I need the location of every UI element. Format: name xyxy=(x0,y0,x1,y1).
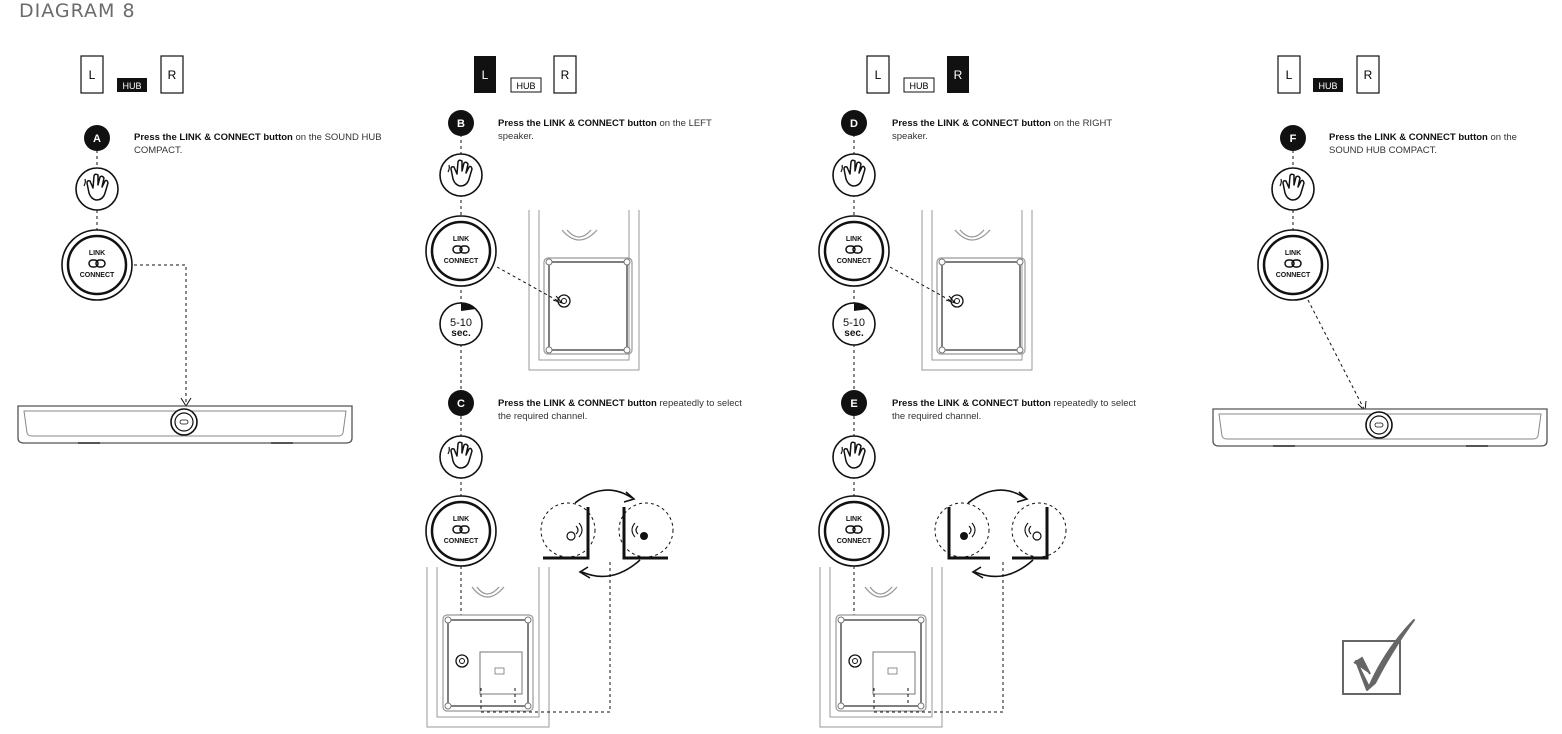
svg-text:C: C xyxy=(457,398,465,410)
lr-indicator-d: L HUB R xyxy=(866,55,969,94)
svg-text:L: L xyxy=(89,68,96,82)
step-b-text: Press the LINK & CONNECT button on the L… xyxy=(498,118,712,142)
step-e-text: Press the LINK & CONNECT button repeated… xyxy=(892,398,1136,422)
svg-text:R: R xyxy=(1364,68,1373,82)
svg-text:R: R xyxy=(168,68,177,82)
hand-press-icon xyxy=(439,435,483,479)
svg-text:R: R xyxy=(954,68,963,82)
step-a-badge: A xyxy=(84,125,110,151)
svg-text:A: A xyxy=(93,133,101,145)
link-connect-icon xyxy=(817,214,891,288)
svg-text:L: L xyxy=(875,68,882,82)
svg-text:E: E xyxy=(850,398,857,410)
step-d-text: Press the LINK & CONNECT button on the R… xyxy=(892,118,1112,142)
cycle-arrow-icon xyxy=(967,489,1026,504)
cycle-arrow-icon xyxy=(974,559,1034,578)
channel-left-icon xyxy=(540,502,596,560)
right-speaker-front xyxy=(819,566,943,728)
hand-press-icon xyxy=(75,167,119,211)
step-b-badge: B xyxy=(448,110,474,136)
link-connect-icon xyxy=(1256,228,1330,302)
step-f-text: Press the LINK & CONNECT button on the S… xyxy=(1329,132,1517,156)
channel-right-icon xyxy=(1011,502,1067,560)
hand-press-icon xyxy=(1271,167,1315,211)
step-d-badge: D xyxy=(841,110,867,136)
soundbar-hub xyxy=(17,405,353,444)
svg-text:L: L xyxy=(1286,68,1293,82)
step-c-badge: C xyxy=(448,390,474,416)
timer-icon xyxy=(832,302,876,346)
svg-text:F: F xyxy=(1290,133,1297,145)
hand-press-icon xyxy=(832,153,876,197)
svg-text:HUB: HUB xyxy=(909,81,928,91)
hand-press-icon xyxy=(832,435,876,479)
step-e-badge: E xyxy=(841,390,867,416)
checkmark-icon xyxy=(1342,619,1415,695)
lr-indicator-f: L HUB R xyxy=(1277,55,1380,94)
cycle-arrow-icon xyxy=(581,559,641,578)
lr-indicator-a: L HUB R xyxy=(80,55,184,94)
svg-text:HUB: HUB xyxy=(516,81,535,91)
svg-text:HUB: HUB xyxy=(1318,81,1337,91)
timer-icon xyxy=(439,302,483,346)
svg-text:HUB: HUB xyxy=(122,81,141,91)
channel-right-icon xyxy=(618,502,674,560)
page-title: DIAGRAM 8 xyxy=(19,0,136,22)
svg-text:R: R xyxy=(561,68,570,82)
svg-text:D: D xyxy=(850,118,858,130)
svg-text:L: L xyxy=(482,68,489,82)
link-connect-icon xyxy=(817,494,891,568)
step-c-text: Press the LINK & CONNECT button repeated… xyxy=(498,398,742,422)
lr-indicator-b: L HUB R xyxy=(474,55,577,94)
soundbar-hub xyxy=(1212,408,1548,447)
cycle-arrow-icon xyxy=(574,489,633,504)
link-connect-icon xyxy=(60,228,134,302)
step-a-text: Press the LINK & CONNECT button on the S… xyxy=(134,132,382,156)
channel-left-icon xyxy=(934,502,990,560)
svg-text:B: B xyxy=(457,118,465,130)
link-connect-icon xyxy=(424,494,498,568)
left-speaker-back xyxy=(528,209,640,371)
hand-press-icon xyxy=(439,153,483,197)
link-connect-icon xyxy=(424,214,498,288)
step-f-badge: F xyxy=(1280,125,1306,151)
left-speaker-front xyxy=(426,566,550,728)
right-speaker-back xyxy=(921,209,1033,371)
